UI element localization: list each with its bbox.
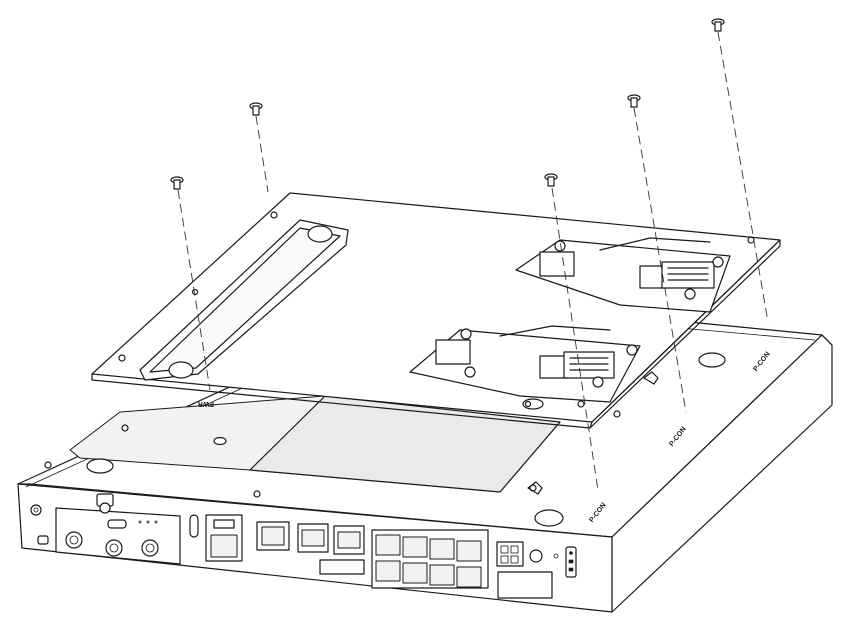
- antenna-connector-icon: [529, 549, 543, 563]
- chassis-hole: [534, 509, 564, 527]
- chassis-hole: [213, 436, 227, 446]
- ethernet-port-icon: [402, 562, 428, 584]
- din-clip-lower: [409, 325, 641, 403]
- screw-icon: [627, 94, 641, 108]
- label-plate: [497, 571, 553, 599]
- chassis-hole: [698, 352, 726, 368]
- status-led-slot: [37, 535, 49, 545]
- front-panel: [30, 493, 577, 599]
- usb-port: [189, 514, 199, 538]
- ethernet-port-icon: [402, 536, 428, 558]
- screw-icon: [712, 256, 724, 268]
- screw-icon: [592, 376, 604, 388]
- screw-icon: [554, 240, 566, 252]
- mounting-plate: [91, 192, 781, 429]
- antenna-connector-icon: [65, 531, 83, 549]
- antenna-connector-icon: [141, 539, 159, 557]
- pwr-label: PWR: [198, 400, 214, 407]
- ethernet-port-icon: [210, 534, 238, 558]
- screw-icon: [170, 176, 184, 190]
- ethernet-port-row: [375, 534, 482, 588]
- ethernet-port-icon: [456, 566, 482, 588]
- chassis-screw-hole: [253, 490, 261, 498]
- clip-mark: [527, 481, 543, 495]
- ethernet-port-icon: [375, 534, 401, 556]
- screw-icon: [249, 102, 263, 116]
- screw-icon: [544, 173, 558, 187]
- screw-icon: [99, 502, 111, 514]
- screw-icon: [460, 328, 472, 340]
- antenna-connector-icon: [105, 539, 123, 557]
- screw-icon: [626, 344, 638, 356]
- clip-mark: [643, 371, 659, 385]
- din-clip-upper: [515, 237, 731, 313]
- alignment-guides: [177, 31, 769, 491]
- screw-icon: [464, 366, 476, 378]
- chassis-screw-hole: [121, 424, 129, 432]
- ethernet-port-icon: [429, 564, 455, 586]
- chassis-screw-hole: [44, 461, 52, 469]
- screws: [170, 18, 725, 190]
- screw-icon: [684, 288, 696, 300]
- label-plate: [319, 559, 365, 575]
- ethernet-port-icon: [456, 540, 482, 562]
- ground-screw-icon: [30, 504, 42, 516]
- chassis-hole: [86, 458, 114, 474]
- ethernet-port-icon: [375, 560, 401, 582]
- ethernet-port-icon: [429, 538, 455, 560]
- chassis-screw-hole: [613, 410, 621, 418]
- screw-icon: [711, 18, 725, 32]
